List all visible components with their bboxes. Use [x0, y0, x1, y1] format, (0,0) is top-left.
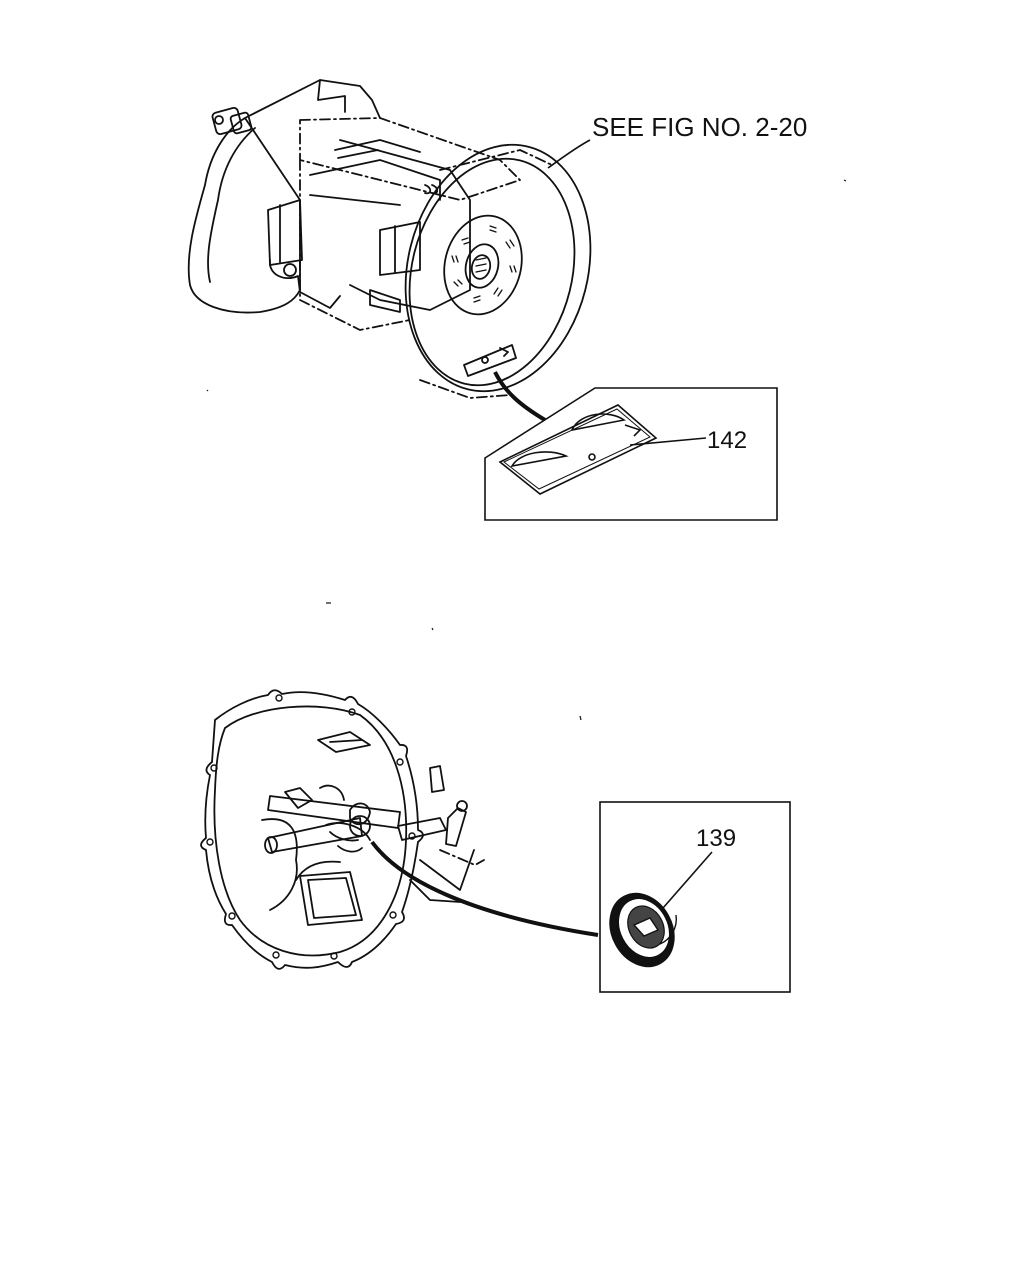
main-case [339, 139, 471, 311]
see-fig-note: SEE FIG NO. 2-20 [592, 112, 807, 142]
mount-foot [269, 259, 341, 309]
bell-housing-inner [408, 157, 576, 387]
transmission-assembly [187, 79, 592, 399]
release-shaft [264, 784, 401, 854]
bell-housing-outer [404, 143, 592, 393]
rear-housing-outline [187, 117, 301, 314]
scan-specks [206, 179, 847, 721]
callout-leader-142 [629, 437, 707, 446]
seal-detail-box: 139 [599, 801, 791, 993]
release-lever [397, 765, 475, 891]
gasket-detail-box: 142 [484, 387, 778, 521]
bell-housing-assembly [200, 689, 485, 970]
gasket-142 [498, 404, 658, 495]
inspection-cover-spot [463, 344, 517, 377]
seal-pointer [370, 840, 599, 937]
disc-springs [451, 225, 517, 303]
clutch-disc [443, 214, 523, 316]
bell-flange-inner [213, 705, 408, 957]
bell-flange-outer [200, 689, 424, 970]
oil-seal-139 [609, 892, 677, 968]
callout-142: 142 [707, 427, 747, 454]
flange-bolt-holes [206, 694, 416, 960]
callout-139: 139 [696, 825, 736, 852]
callout-leader-139 [662, 851, 713, 909]
see-fig-leader [547, 139, 591, 169]
gasket-pointer [493, 371, 547, 422]
side-bracket [267, 199, 303, 266]
